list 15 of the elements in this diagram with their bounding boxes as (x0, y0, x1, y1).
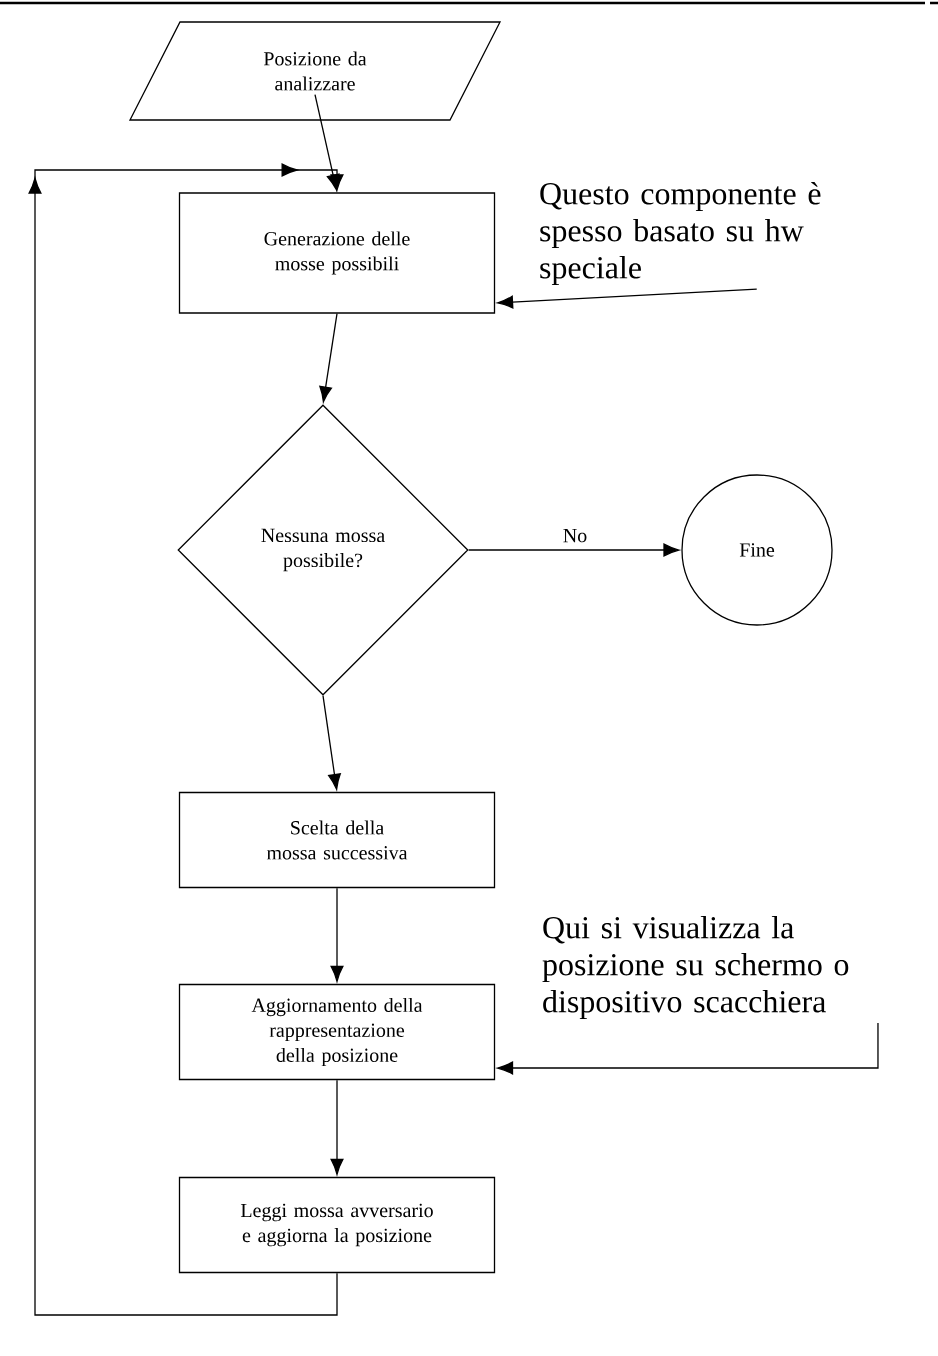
arrow (330, 1079, 344, 1175)
annotation-text: Qui si visualizza la posizione su schermo o dispositivo scacchiera (542, 916, 849, 1019)
arrow (330, 887, 344, 982)
annotation-text: Questo componente è spesso basato su hw speciale (540, 182, 821, 286)
process-box: Leggi mossa avversario e aggiorna la posizione (178, 1176, 496, 1274)
arrow (319, 313, 338, 403)
arrow (497, 288, 758, 309)
edge-label: No (561, 528, 589, 544)
process-box: Generazione delle mosse possibili (178, 192, 496, 314)
arrow (28, 163, 344, 1316)
arrow (497, 1022, 879, 1075)
arrow (322, 695, 341, 790)
arrow (468, 543, 680, 557)
process-box: Aggiornamento della rappresentazione della posizione (178, 983, 496, 1081)
process-box: Scelta della mossa successiva (178, 791, 496, 889)
